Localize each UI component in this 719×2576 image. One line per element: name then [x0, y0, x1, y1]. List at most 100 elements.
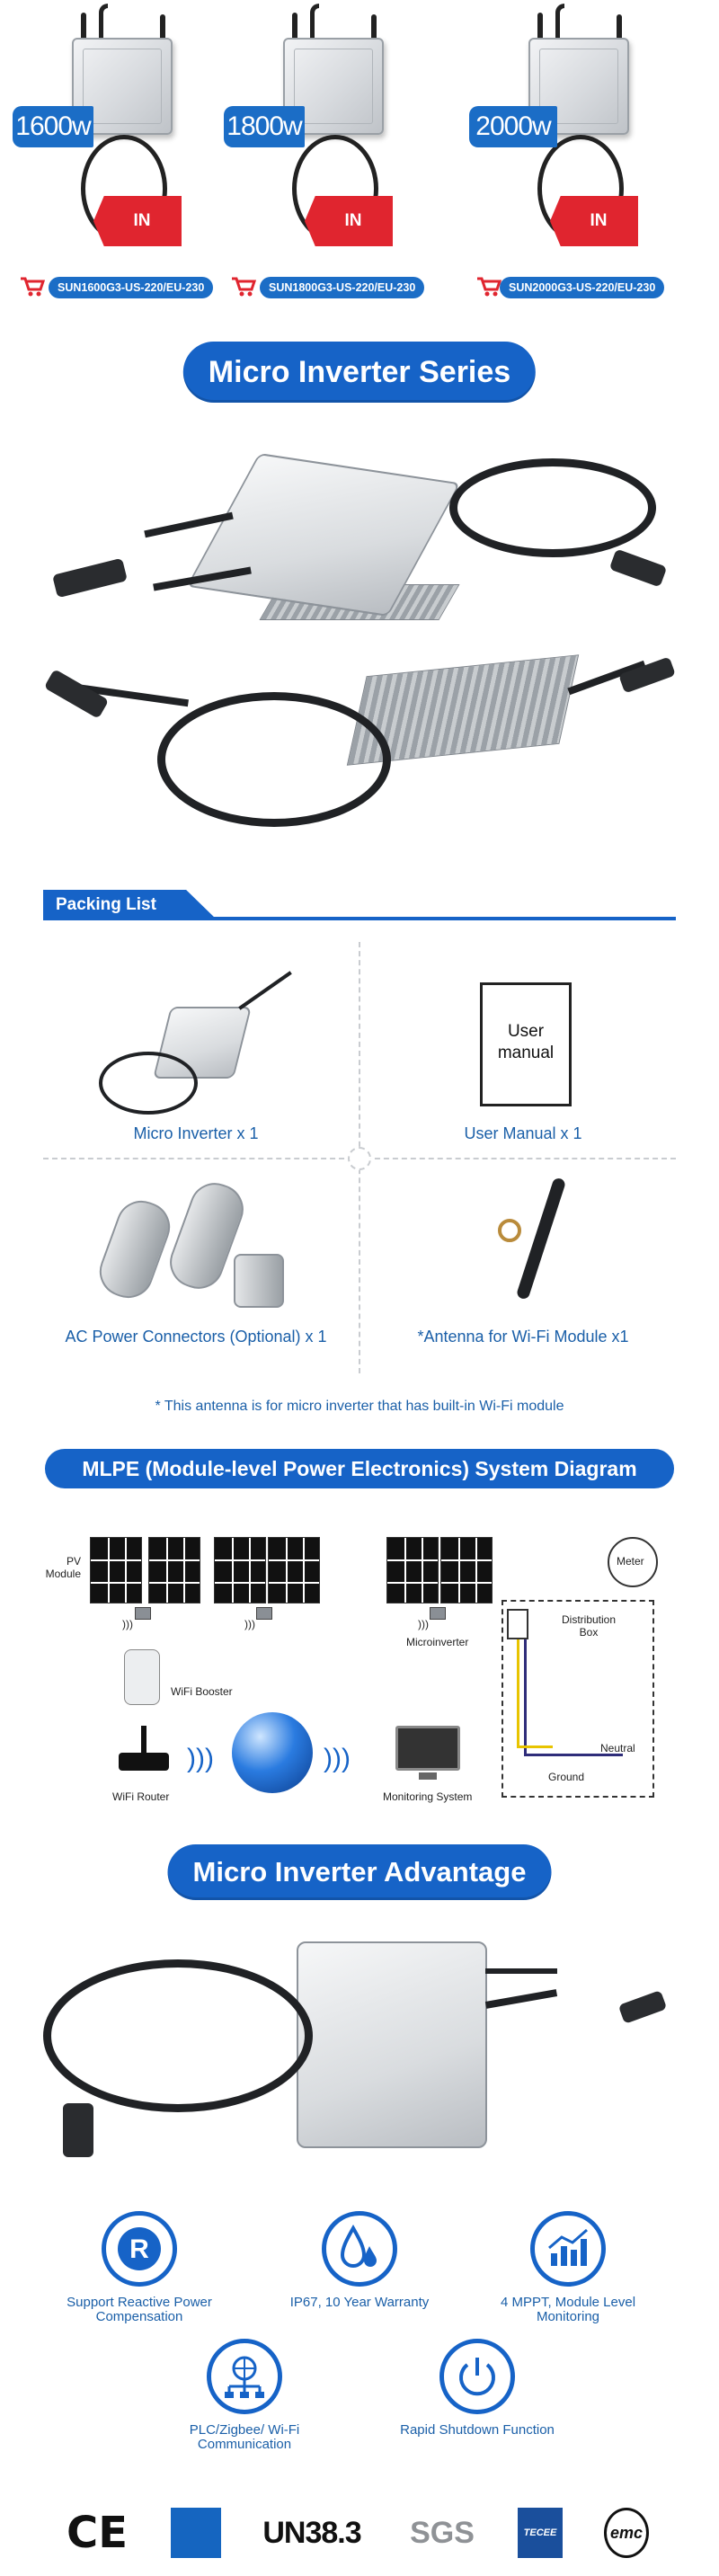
user-manual-image	[480, 982, 572, 1106]
wire-live	[517, 1745, 553, 1748]
network-icon	[207, 2339, 282, 2414]
meter-label: Meter	[617, 1555, 644, 1568]
series-title: Micro Inverter Series	[182, 342, 537, 403]
tecee-logo: TECEE	[518, 2508, 563, 2558]
section-divider	[43, 917, 676, 920]
blue-square-logo	[171, 2508, 221, 2558]
ac-connector	[617, 1990, 668, 2024]
wifi-wave-icon: )))	[324, 1744, 351, 1773]
pack-item-label: *Antenna for Wi-Fi Module x1	[417, 1328, 629, 1346]
ac-connector	[43, 669, 110, 719]
power-button-icon	[439, 2339, 515, 2414]
advantage-label: 4 MPPT, Module Level Monitoring	[500, 2295, 636, 2324]
pack-item-label: AC Power Connectors (Optional) x 1	[65, 1328, 327, 1346]
antenna-image	[467, 1176, 593, 1310]
reactive-power-icon: R	[102, 2211, 177, 2287]
ground-label: Ground	[548, 1771, 585, 1783]
antenna-washer	[498, 1219, 521, 1242]
model-label[interactable]: SUN1600G3-US-220/EU-230	[49, 277, 214, 298]
advantage-label: IP67, 10 Year Warranty	[289, 2295, 430, 2310]
svg-text:R: R	[129, 2234, 149, 2264]
network-icon	[225, 2356, 264, 2398]
in-stock-badge: IN STOCK	[305, 196, 393, 246]
cart-icon[interactable]	[476, 277, 502, 297]
cable-loop	[43, 1959, 313, 2112]
router-antenna	[141, 1726, 146, 1753]
advantage-label: PLC/Zigbee/ Wi-Fi Communication	[189, 2422, 300, 2452]
advantage-label: Rapid Shutdown Function	[400, 2422, 555, 2438]
advantage-title: Micro Inverter Advantage	[167, 1844, 552, 1900]
wifi-signal-icon: )))	[122, 1618, 133, 1630]
meter-icon	[608, 1537, 658, 1587]
emc-logo: emc	[604, 2508, 649, 2558]
product-card-2000[interactable]: 2000w IN STOCK SUN2000G3-US-220/EU-230	[466, 0, 681, 315]
antenna	[371, 14, 377, 50]
antenna-rod	[515, 1177, 567, 1301]
wire-neutral	[524, 1754, 623, 1756]
cable	[238, 971, 292, 1010]
antenna-note: * This antenna is for micro inverter tha…	[155, 1399, 564, 1414]
cable	[99, 4, 108, 43]
cable-loop	[99, 1052, 198, 1115]
power-badge: 2000w	[469, 106, 557, 147]
antenna	[292, 13, 297, 49]
inverter-plate	[297, 1941, 487, 2148]
pv-panel	[214, 1537, 266, 1603]
un383-logo: UN38.3	[262, 2516, 361, 2550]
manual-cover-text: User manual	[497, 1022, 555, 1062]
ac-connector	[52, 557, 128, 599]
water-drops-icon	[340, 2224, 377, 2268]
distribution-box	[502, 1600, 654, 1798]
pack-item-label: User Manual x 1	[464, 1124, 582, 1142]
power-badge: 1800w	[224, 106, 305, 147]
wifi-router-image	[119, 1753, 169, 1771]
pack-item-label: Micro Inverter x 1	[133, 1124, 259, 1142]
connector	[92, 1194, 178, 1305]
monitor-stand	[419, 1772, 437, 1780]
neutral-label: Neutral	[600, 1742, 635, 1754]
power-button-icon	[459, 2358, 495, 2396]
advantage-label: Support Reactive Power Compensation	[67, 2295, 212, 2324]
chart-monitor-icon	[530, 2211, 606, 2287]
monitor-image	[395, 1726, 460, 1771]
cart-icon[interactable]	[20, 277, 45, 297]
in-stock-badge: IN STOCK	[550, 196, 638, 246]
cable	[484, 1989, 558, 2009]
wifi-wave-icon: )))	[187, 1744, 214, 1773]
micro-inverter-image	[90, 971, 306, 1124]
pv-panel	[90, 1537, 142, 1603]
microinverter-label: Microinverter	[406, 1636, 469, 1648]
pv-panel	[386, 1537, 439, 1603]
wifi-booster-image	[124, 1649, 160, 1705]
product-card-1800[interactable]: 1800w IN STOCK SUN1800G3-US-220/EU-230	[220, 0, 436, 315]
wire-live	[517, 1639, 519, 1747]
product-card-1600[interactable]: 1600w IN STOCK SUN1600G3-US-220/EU-230	[9, 0, 225, 315]
antenna	[617, 14, 622, 50]
cable-loop	[157, 692, 391, 827]
advantage-illustration	[0, 1923, 719, 2157]
ac-connector	[608, 548, 668, 588]
power-badge: 1600w	[13, 106, 93, 147]
antenna	[81, 13, 86, 49]
pv-panel	[268, 1537, 320, 1603]
wifi-booster-label: WiFi Booster	[171, 1685, 233, 1698]
wifi-signal-icon: )))	[244, 1618, 255, 1630]
connector	[234, 1254, 284, 1308]
ac-connectors-image	[81, 1173, 315, 1317]
antenna	[485, 1968, 557, 1974]
system-diagram: PV Module ))) ))) ))) Microinverter WiFi…	[0, 1510, 719, 1816]
ac-connector	[63, 2103, 93, 2157]
globe-icon	[232, 1712, 313, 1793]
cart-icon[interactable]	[231, 277, 256, 297]
model-label[interactable]: SUN1800G3-US-220/EU-230	[260, 277, 425, 298]
in-stock-badge: IN STOCK	[93, 196, 182, 246]
wifi-signal-icon: )))	[418, 1618, 429, 1630]
wifi-router-label: WiFi Router	[112, 1790, 170, 1803]
series-illustration	[0, 422, 719, 863]
monitoring-system-label: Monitoring System	[383, 1790, 473, 1803]
cable-loop	[449, 458, 656, 557]
ac-connector	[618, 656, 676, 694]
model-label[interactable]: SUN2000G3-US-220/EU-230	[500, 277, 665, 298]
grid-divider-knot	[348, 1147, 371, 1170]
pv-panel	[440, 1537, 493, 1603]
